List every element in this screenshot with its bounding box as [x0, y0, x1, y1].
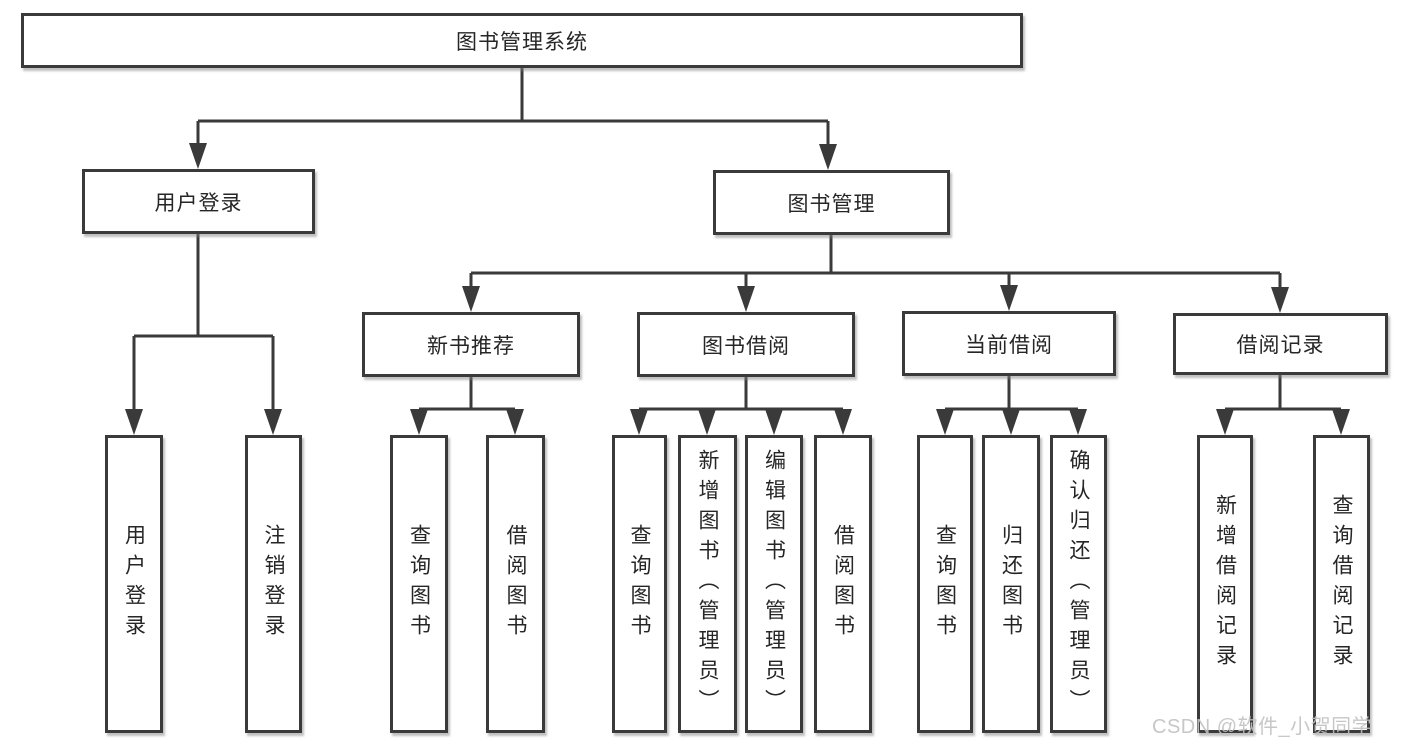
arrowhead	[630, 409, 648, 435]
edge-newbook-to-children	[417, 377, 517, 416]
node-book-borrow: 图书借阅	[637, 312, 855, 377]
node-leaf-query-borrow-record: 查询借阅记录	[1313, 435, 1370, 733]
arrowhead	[765, 409, 783, 435]
node-book-management-branch: 图书管理	[713, 170, 950, 235]
node-leaf-confirm-return-admin: 确认归还（管理员）	[1050, 435, 1107, 733]
arrowhead	[1002, 409, 1020, 435]
arrowhead	[819, 144, 837, 170]
arrowhead	[125, 409, 143, 435]
arrowhead	[264, 409, 282, 435]
node-user-login-branch: 用户登录	[82, 169, 315, 234]
node-leaf-logout: 注销登录	[245, 435, 302, 733]
node-leaf-query-books-recommend: 查询图书	[390, 435, 448, 733]
node-library-management-system: 图书管理系统	[21, 13, 1023, 68]
edge-root-to-level2	[196, 68, 830, 150]
arrowhead	[936, 409, 954, 435]
arrowhead	[506, 409, 524, 435]
arrowhead	[1332, 409, 1350, 435]
node-leaf-edit-books-admin: 编辑图书（管理员）	[745, 435, 803, 733]
arrowhead	[1069, 409, 1087, 435]
arrowhead	[462, 286, 480, 312]
node-borrow-records: 借阅记录	[1173, 313, 1388, 375]
node-leaf-borrow-books-recommend: 借阅图书	[486, 435, 545, 733]
arrowhead	[410, 409, 428, 435]
node-new-book-recommend: 新书推荐	[362, 312, 580, 377]
arrowhead	[1216, 409, 1234, 435]
node-leaf-return-books: 归还图书	[982, 435, 1040, 733]
node-leaf-user-login: 用户登录	[105, 435, 163, 733]
arrowhead	[737, 286, 755, 312]
arrowhead	[834, 409, 852, 435]
node-leaf-add-borrow-record: 新增借阅记录	[1197, 435, 1253, 733]
arrowhead	[698, 409, 716, 435]
edge-bookmgmt-to-level3	[469, 235, 1282, 293]
edge-userlogin-to-children	[132, 234, 275, 415]
arrowheads	[125, 143, 1350, 435]
csdn-watermark: CSDN @软件_小贺同学	[1152, 716, 1373, 738]
node-leaf-borrow-books: 借阅图书	[814, 435, 872, 733]
arrowhead	[1000, 285, 1018, 311]
node-leaf-query-books-borrow: 查询图书	[612, 435, 667, 733]
node-leaf-add-books-admin: 新增图书（管理员）	[678, 435, 737, 733]
node-current-borrow: 当前借阅	[902, 311, 1116, 376]
edge-records-to-children	[1223, 375, 1343, 416]
arrowhead	[1271, 287, 1289, 313]
arrowhead	[189, 143, 207, 169]
node-leaf-query-books-current: 查询图书	[917, 435, 973, 733]
edge-borrow-to-children	[637, 377, 845, 416]
